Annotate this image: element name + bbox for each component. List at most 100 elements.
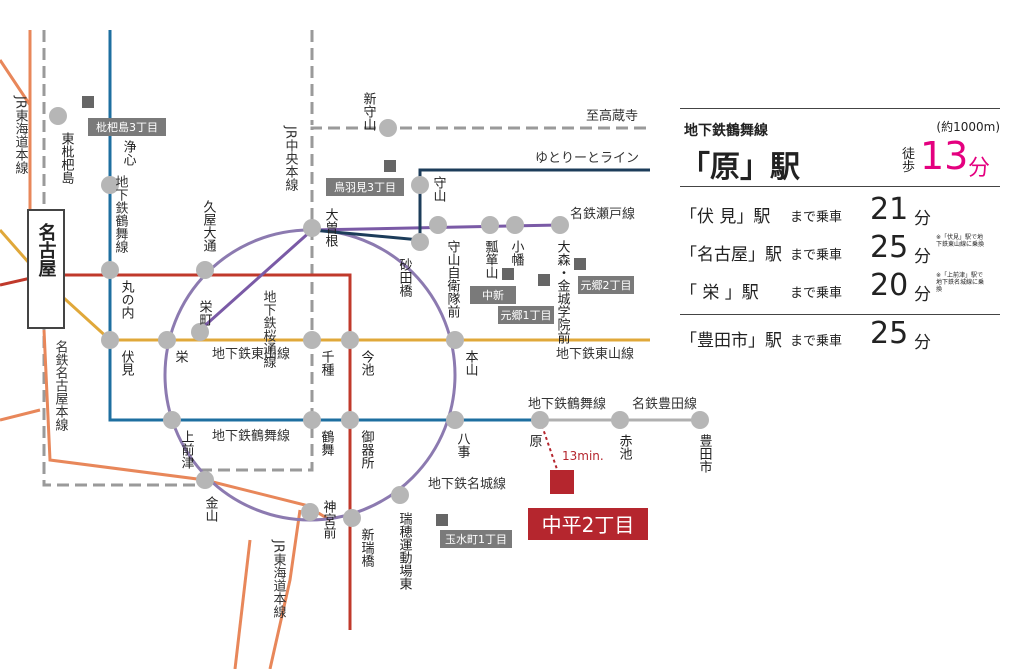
station-dot-hara [531, 411, 549, 429]
direction-kozoji: 至高蔵寺 [586, 108, 638, 124]
station-dot-fushimi [101, 331, 119, 349]
station-obata: 小幡 [509, 240, 525, 267]
higashiyama-line [0, 229, 650, 342]
station-dot-sakae [158, 331, 176, 349]
station-dot-jingumae [301, 503, 319, 521]
ride-unit-4: 分 [914, 333, 931, 353]
panel-distance: (約1000m) [936, 120, 1000, 134]
station-nagoya: 名古屋 [36, 222, 57, 278]
ride-suffix-2: まで乗車 [790, 248, 843, 263]
destination-name: 中平2丁目 [542, 513, 635, 537]
panel-station-name: 「原」駅 [680, 150, 800, 185]
station-kanayama: 金山 [203, 495, 219, 522]
ride-minutes-3: 20 [870, 268, 909, 303]
panel-rule-bottom [680, 314, 1000, 315]
station-hyotan: 瓢箪山 [483, 240, 499, 279]
station-dot-akaike [611, 411, 629, 429]
station-dot-yagoto [446, 411, 464, 429]
label-meijo: 地下鉄名城線 [428, 476, 506, 492]
station-dot-shin-mizuho [343, 509, 361, 527]
landmark-tamamizu: 玉水町1丁目 [445, 533, 507, 546]
station-dot-tsurumai [303, 411, 321, 429]
label-yutorito: ゆとりーとライン [535, 151, 639, 166]
station-gokiso: 御器所 [359, 430, 375, 469]
panel-walk-unit: 分 [968, 156, 991, 181]
panel-walk-minutes: 13 [920, 134, 969, 178]
ride-station-4: 「豊田市」駅 [680, 331, 782, 351]
label-jr-tokaido-bottom: JR東海道本線 [271, 539, 287, 618]
station-toyotashi: 豊田市 [697, 434, 713, 473]
station-dot-mizuho [391, 486, 409, 504]
ride-station-2: 「名古屋」駅 [680, 245, 782, 265]
walk-route [539, 419, 561, 479]
ride-minutes-4: 25 [870, 316, 909, 351]
station-omori: 大森・金城学院前 [555, 240, 571, 344]
landmark-tobami: 鳥羽見3丁目 [334, 180, 396, 194]
station-dot-marunouchi [101, 261, 119, 279]
panel-rule-mid [680, 186, 1000, 187]
label-tsurumai-right: 地下鉄鶴舞線 [528, 396, 606, 412]
station-dot-sunada [411, 233, 429, 251]
label-meitetsu-toyota: 名鉄豊田線 [632, 396, 697, 412]
ride-suffix-4: まで乗車 [790, 334, 843, 349]
station-tsurumai: 鶴舞 [319, 429, 335, 456]
station-marunouchi: 丸の内 [119, 280, 135, 320]
station-motoyama: 本山 [463, 350, 479, 376]
ride-station-3: 「 栄 」駅 [680, 283, 759, 303]
station-dot-gokiso [341, 411, 359, 429]
ride-suffix-3: まで乗車 [790, 286, 843, 301]
panel-rule-top [680, 108, 1000, 109]
station-dot-imaike [341, 331, 359, 349]
station-sunada: 砂田橋 [397, 258, 413, 298]
label-jr-tokaido-top: JR東海道本線 [13, 95, 29, 174]
station-dot-shin-moriyama [379, 119, 397, 137]
station-dot-hisaya [196, 261, 214, 279]
station-dot-hyotan [481, 216, 499, 234]
destination-walk: 13min. [562, 449, 604, 463]
ride-note-2: ※「伏見」駅で地下鉄東山線に乗換 [936, 234, 985, 248]
landmark-motogo1: 元郷1丁目 [501, 308, 552, 322]
station-dot-moriyama [411, 176, 429, 194]
station-kamimaezu: 上前津 [179, 430, 195, 469]
ride-unit-1: 分 [914, 209, 931, 229]
ride-unit-2: 分 [914, 247, 931, 267]
jr-tokaido-line [0, 30, 302, 669]
station-shin-moriyama: 新守山 [361, 91, 377, 131]
label-tsurumai-vertical: 地下鉄鶴舞線 [113, 175, 129, 253]
station-sakaemachi: 栄町 [197, 300, 213, 326]
station-dot-kamimaezu [163, 411, 181, 429]
ride-minutes-2: 25 [870, 230, 909, 265]
station-josai: 浄心 [121, 140, 137, 166]
ride-minutes-1: 21 [870, 192, 909, 227]
station-moriyama: 守山 [431, 176, 447, 202]
station-jingumae: 神宮前 [321, 500, 337, 539]
landmark-biwajima: 枇杷島3丁目 [96, 120, 158, 134]
station-dot-obata [506, 216, 524, 234]
station-akaike: 赤池 [617, 434, 633, 460]
label-tsurumai-mid: 地下鉄鶴舞線 [212, 428, 290, 444]
station-yagoto: 八事 [455, 432, 471, 458]
station-shin-mizuho: 新瑞橋 [359, 527, 375, 568]
label-sakuradori: 地下鉄桜通線 [261, 290, 277, 368]
station-dot-chikusa [303, 331, 321, 349]
ride-suffix-1: まで乗車 [790, 210, 843, 225]
station-imaike: 今池 [359, 349, 375, 376]
station-mizuho-undojo: 瑞穂運動場東 [397, 512, 413, 590]
landmark-motogo2: 元郷2丁目 [581, 278, 632, 292]
tsurumai-line [108, 30, 540, 422]
station-higashi-biwajima: 東枇杷島 [59, 131, 75, 184]
sakuradori-line [0, 273, 352, 630]
ride-note-3: ※「上前津」駅で地下鉄名城線に乗換 [936, 272, 985, 293]
station-hara: 原 [527, 434, 543, 447]
station-dot-omori [551, 216, 569, 234]
label-higashiyama-right: 地下鉄東山線 [556, 346, 634, 362]
station-moriyama-jieitai: 守山自衛隊前 [445, 240, 461, 318]
label-higashiyama-mid: 地下鉄東山線 [212, 346, 290, 362]
jr-chuo-line [42, 30, 650, 487]
station-dot-sakaemachi [191, 323, 209, 341]
station-hisaya: 久屋大通 [201, 200, 217, 252]
ride-station-1: 「伏 見」駅 [680, 207, 771, 227]
panel-walk-label: 徒歩 [902, 147, 916, 175]
ride-unit-3: 分 [914, 285, 931, 305]
